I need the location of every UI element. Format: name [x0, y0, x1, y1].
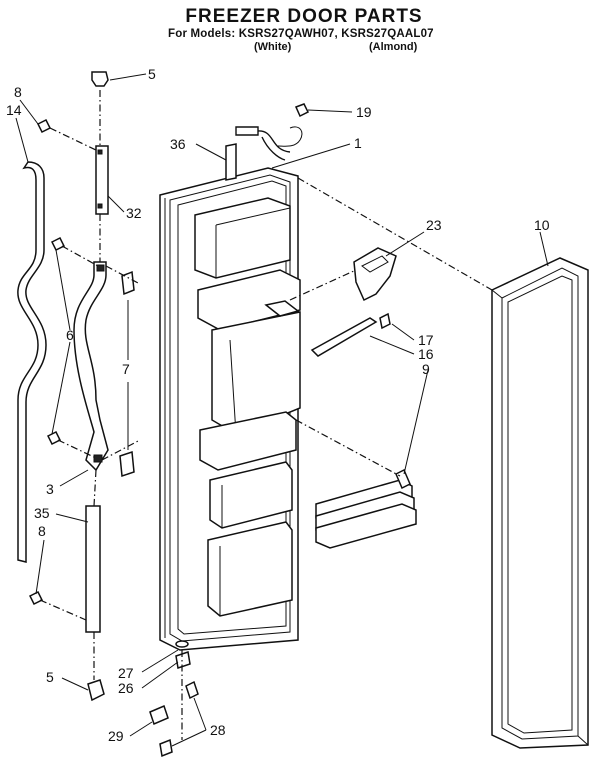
door-handle [73, 261, 109, 472]
callout-5-top: 5 [148, 66, 156, 82]
diagram-title: FREEZER DOOR PARTS [185, 6, 423, 27]
callout-3: 3 [46, 481, 54, 497]
callout-7: 7 [122, 361, 130, 377]
callout-23: 23 [426, 217, 442, 233]
upper-hinge-bracket [95, 145, 109, 215]
lower-hinge-bracket [85, 505, 101, 633]
callout-35: 35 [34, 505, 50, 521]
callout-14: 14 [6, 102, 22, 118]
callout-17: 17 [418, 332, 434, 348]
callout-8-bottom: 8 [38, 523, 46, 539]
variant-almond-label: (Almond) [369, 41, 418, 53]
hinge-cover [225, 143, 237, 181]
handle-end-cap-lower [119, 450, 135, 478]
assembly-lines [39, 90, 493, 740]
door-gasket [491, 257, 589, 749]
door-bin-stack [315, 468, 417, 549]
handle-cap-bottom [93, 454, 103, 463]
callout-26: 26 [118, 680, 134, 696]
handle-end-cap-upper [121, 270, 135, 296]
callout-36: 36 [170, 136, 186, 152]
callout-8-top: 8 [14, 84, 22, 100]
variant-white-label: (White) [254, 41, 292, 53]
callout-1: 1 [354, 135, 362, 151]
callout-9: 9 [422, 361, 430, 377]
bottom-hinge-parts [149, 640, 199, 758]
screw-hole [97, 203, 103, 209]
model-list: For Models: KSRS27QAWH07, KSRS27QAAL07 [168, 28, 434, 40]
rail-clip [379, 312, 391, 330]
ice-chute [353, 247, 397, 302]
callout-29: 29 [108, 728, 124, 744]
handle-cap-top [96, 264, 105, 272]
trim-strip-left [17, 161, 47, 563]
freezer-door [159, 126, 303, 651]
callout-10: 10 [534, 217, 550, 233]
callout-5-bottom: 5 [46, 669, 54, 685]
callout-19: 19 [356, 104, 372, 120]
callout-32: 32 [126, 205, 142, 221]
screw-hole [97, 149, 103, 155]
callout-6: 6 [66, 327, 74, 343]
callout-27: 27 [118, 665, 134, 681]
callout-16: 16 [418, 346, 434, 362]
shelf-rail [310, 317, 378, 357]
callout-28: 28 [210, 722, 226, 738]
leader-lines [15, 73, 549, 747]
